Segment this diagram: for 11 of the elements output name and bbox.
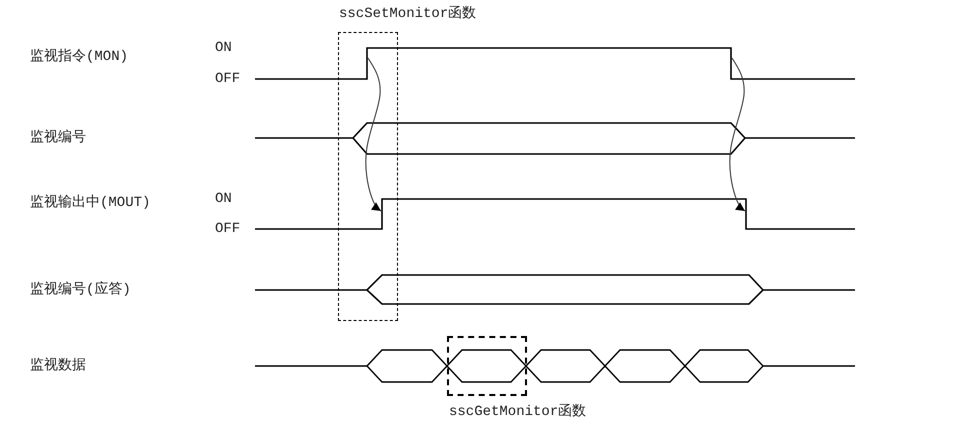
level-label: ON <box>215 191 232 207</box>
function-label: sscGetMonitor函数 <box>449 404 586 420</box>
function-label: sscSetMonitor函数 <box>339 6 476 22</box>
signal-name: 监视编号(应答) <box>30 282 131 298</box>
level-label: ON <box>215 40 232 56</box>
signal-name: 监视编号 <box>30 130 86 146</box>
level-label: OFF <box>215 71 240 87</box>
signal-name: 监视指令(MON) <box>30 49 128 65</box>
level-label: OFF <box>215 221 240 237</box>
signal-name: 监视输出中(MOUT) <box>30 195 150 211</box>
signal-name: 监视数据 <box>30 358 86 374</box>
